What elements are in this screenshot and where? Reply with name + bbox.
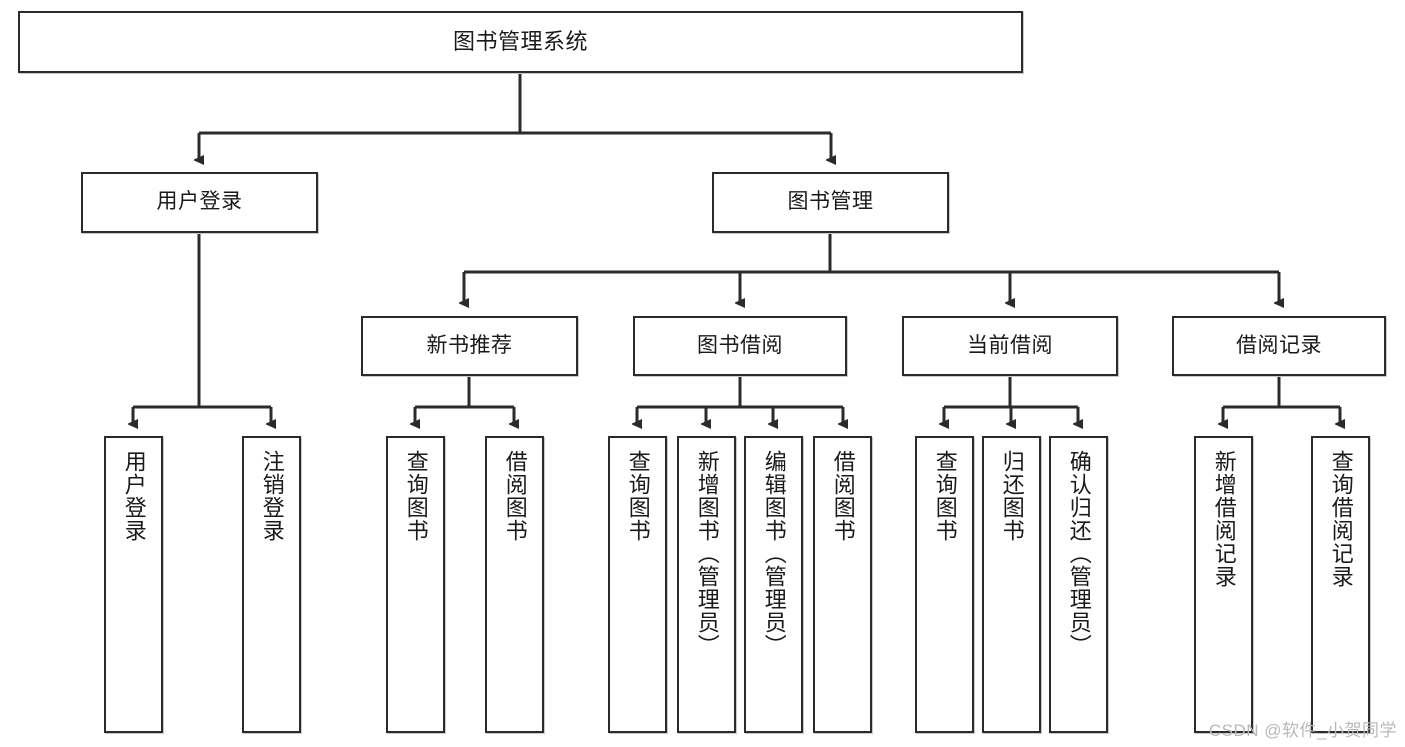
node-leaf-logout-login-label: 注销登录 [259,450,285,542]
node-book-manage-label: 图书管理 [787,190,874,214]
node-leaf-user-login-label: 用户登录 [121,450,147,542]
node-leaf-query-book-2-label: 查询图书 [625,450,651,542]
node-leaf-add-book[interactable]: 新增图书（管理员） [677,436,736,733]
node-book-borrow-label: 图书借阅 [697,333,783,357]
node-leaf-borrow-book-2[interactable]: 借阅图书 [813,436,872,733]
node-leaf-query-book-2[interactable]: 查询图书 [608,436,667,733]
node-current-borrow[interactable]: 当前借阅 [902,316,1118,376]
node-leaf-query-record-label: 查询借阅记录 [1328,450,1354,588]
node-leaf-add-record[interactable]: 新增借阅记录 [1194,436,1253,733]
node-root-label: 图书管理系统 [452,29,588,55]
node-root[interactable]: 图书管理系统 [18,11,1023,73]
node-leaf-user-login[interactable]: 用户登录 [104,436,163,733]
node-borrow-record-label: 借阅记录 [1236,333,1322,357]
node-user-login-label: 用户登录 [156,190,243,214]
node-new-book-recommend-label: 新书推荐 [426,333,513,357]
node-leaf-confirm-return-label: 确认归还（管理员） [1066,450,1092,657]
node-leaf-query-book-1[interactable]: 查询图书 [386,436,445,733]
node-leaf-confirm-return[interactable]: 确认归还（管理员） [1049,436,1108,733]
node-leaf-return-book[interactable]: 归还图书 [982,436,1041,733]
node-leaf-borrow-book-2-label: 借阅图书 [830,450,856,542]
node-leaf-edit-book-label: 编辑图书（管理员） [761,450,787,657]
node-leaf-query-book-3[interactable]: 查询图书 [915,436,974,733]
node-leaf-return-book-label: 归还图书 [999,450,1025,542]
node-leaf-query-record[interactable]: 查询借阅记录 [1311,436,1370,733]
node-current-borrow-label: 当前借阅 [967,333,1053,357]
node-leaf-edit-book[interactable]: 编辑图书（管理员） [744,436,803,733]
watermark: CSDN @软件_小贺同学 [1208,721,1397,740]
node-book-borrow[interactable]: 图书借阅 [633,316,847,376]
node-borrow-record[interactable]: 借阅记录 [1172,316,1386,376]
node-book-manage[interactable]: 图书管理 [712,172,949,233]
node-leaf-logout-login[interactable]: 注销登录 [242,436,301,733]
node-leaf-add-book-label: 新增图书（管理员） [694,450,720,657]
node-leaf-borrow-book-1-label: 借阅图书 [502,450,528,542]
node-new-book-recommend[interactable]: 新书推荐 [361,316,578,376]
node-leaf-query-book-1-label: 查询图书 [403,450,429,542]
node-leaf-borrow-book-1[interactable]: 借阅图书 [485,436,544,733]
node-leaf-query-book-3-label: 查询图书 [932,450,958,542]
node-leaf-add-record-label: 新增借阅记录 [1211,450,1237,588]
node-user-login[interactable]: 用户登录 [81,172,318,233]
